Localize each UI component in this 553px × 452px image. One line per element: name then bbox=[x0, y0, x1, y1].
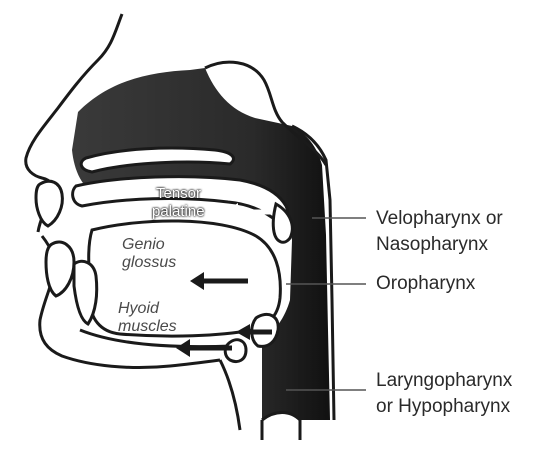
hyoid-arrowhead-icon bbox=[176, 339, 190, 357]
genio-label-line2: glossus bbox=[122, 254, 176, 272]
velopharynx-label-line2: Nasopharynx bbox=[376, 232, 488, 257]
lower-teeth bbox=[74, 261, 97, 324]
neck-outline bbox=[220, 360, 240, 430]
laryngopharynx-label-line2: or Hypopharynx bbox=[376, 394, 510, 419]
hyoid-bone bbox=[225, 340, 246, 362]
larynx bbox=[262, 413, 300, 441]
tensor-label-line2: palatine bbox=[152, 204, 205, 220]
laryngopharynx-label-line1: Laryngopharynx bbox=[376, 368, 512, 393]
upper-lip bbox=[36, 181, 62, 226]
hyoid-label-line2: muscles bbox=[118, 318, 177, 336]
oropharynx-label: Oropharynx bbox=[376, 271, 475, 296]
tensor-arrowhead-icon bbox=[224, 203, 238, 221]
lower-lip bbox=[46, 242, 74, 296]
genio-label-line1: Genio bbox=[122, 236, 165, 254]
velopharynx-label-line1: Velopharynx or bbox=[376, 206, 503, 231]
tensor-label-line1: Tensor bbox=[156, 186, 201, 202]
hyoid-label-line1: Hyoid bbox=[118, 300, 159, 318]
